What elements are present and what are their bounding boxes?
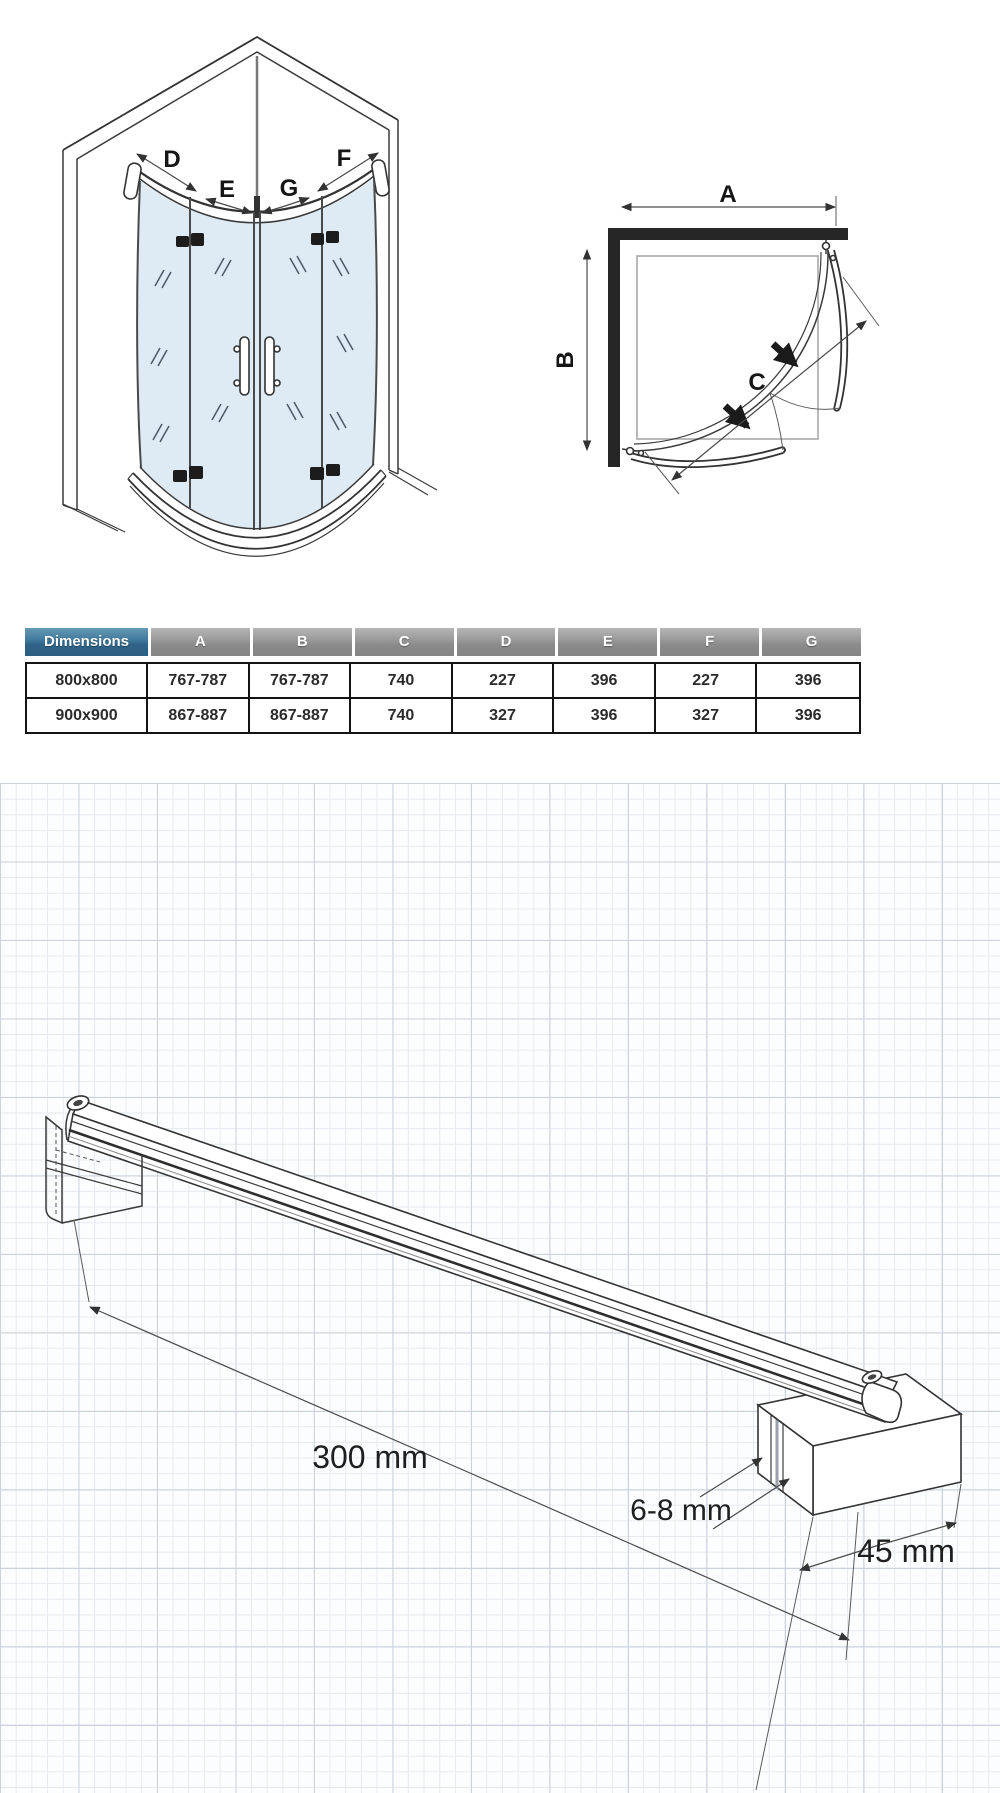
table-row-900x900: 900x900 867-887 867-887 740 327 396 327 … bbox=[27, 697, 859, 732]
table-row-800x800: 800x800 767-787 767-787 740 227 396 227 … bbox=[27, 664, 859, 697]
hinge-top-left bbox=[176, 233, 204, 247]
hinge-bottom-right bbox=[310, 464, 340, 480]
table-cell: 396 bbox=[554, 664, 656, 697]
front-view-dimensions: D E G F bbox=[136, 145, 379, 215]
door-open-bottom-left bbox=[630, 446, 786, 468]
bar-length-label: 300 mm bbox=[312, 1439, 428, 1475]
bar-end-cap-right bbox=[861, 1381, 903, 1424]
table-header-c: C bbox=[354, 628, 454, 656]
table-cell: 227 bbox=[656, 664, 758, 697]
support-bar-drawing: 300 mm 6-8 mm 45 mm bbox=[45, 1095, 963, 1791]
tray-outline bbox=[636, 255, 819, 440]
plan-hinge-bottom-left bbox=[621, 446, 645, 457]
table-cell: 767-787 bbox=[148, 664, 250, 697]
dimension-clamp-depth: 45 mm bbox=[755, 1483, 962, 1791]
door-arc-outer bbox=[631, 249, 829, 452]
dim-label-d: D bbox=[163, 146, 180, 173]
table-header-b: B bbox=[252, 628, 352, 656]
table-cell: 740 bbox=[351, 699, 453, 732]
table-body: 800x800 767-787 767-787 740 227 396 227 … bbox=[25, 662, 861, 734]
table-cell: 396 bbox=[794, 707, 822, 724]
open-direction-arrow-2 bbox=[722, 403, 751, 430]
wall-left bbox=[608, 228, 620, 467]
top-rail bbox=[123, 159, 390, 224]
bar-body bbox=[65, 1099, 903, 1424]
door-frames bbox=[136, 177, 378, 530]
shower-tray bbox=[127, 463, 387, 557]
table-cell: 396 bbox=[794, 672, 822, 689]
door-handle-right bbox=[264, 336, 281, 396]
plan-view-dimensions: A B C bbox=[552, 181, 867, 481]
dim-label-a: A bbox=[719, 181, 736, 208]
dim-label-c: C bbox=[748, 369, 765, 396]
table-header-e: E bbox=[558, 628, 658, 656]
angle-line-top bbox=[842, 276, 880, 327]
dimensions-table: Dimensions A B C D E F G 800x800 767-787… bbox=[25, 628, 861, 734]
table-cell: 327 bbox=[656, 699, 758, 732]
floor-line-right bbox=[388, 467, 438, 496]
table-cell: 767-787 bbox=[250, 664, 352, 697]
screw-right bbox=[861, 1370, 883, 1384]
table-header-d: D bbox=[456, 628, 556, 656]
screw-left bbox=[66, 1095, 90, 1111]
table-header-g: G bbox=[762, 628, 861, 656]
dim-label-g: G bbox=[280, 175, 299, 202]
glass-thickness-label: 6-8 mm bbox=[630, 1494, 732, 1527]
hinge-top-right bbox=[311, 231, 339, 245]
wall-top bbox=[608, 228, 848, 240]
table-cell: 396 bbox=[554, 699, 656, 732]
swing-arc-bottom bbox=[769, 392, 784, 451]
table-cell: 327 bbox=[453, 699, 555, 732]
door-handle-left bbox=[233, 336, 250, 396]
open-direction-arrow-1 bbox=[770, 341, 799, 368]
table-header-a: A bbox=[151, 628, 250, 656]
dim-label-e: E bbox=[219, 176, 235, 203]
glass-shine-marks bbox=[150, 255, 354, 443]
dim-label-f: F bbox=[337, 145, 352, 172]
table-header-row: Dimensions A B C D E F G bbox=[25, 628, 861, 656]
dimension-bar-length: 300 mm bbox=[73, 1219, 859, 1661]
glass-clamp bbox=[756, 1373, 963, 1517]
front-view-drawing: D E G F bbox=[62, 35, 438, 557]
swing-arc-top bbox=[769, 392, 841, 410]
angle-line-bottom bbox=[644, 451, 680, 495]
hidden-edge-dashed-2 bbox=[55, 1149, 101, 1163]
table-cell: 867-887 bbox=[148, 699, 250, 732]
wall-bracket bbox=[45, 1115, 143, 1225]
floor-line-left bbox=[62, 503, 126, 533]
dimension-glass-thickness: 6-8 mm bbox=[630, 1457, 790, 1530]
walls bbox=[62, 35, 438, 533]
hinges bbox=[173, 231, 340, 482]
table-cell: 800x800 bbox=[27, 664, 148, 697]
table-cell: 227 bbox=[453, 664, 555, 697]
table-cell: 740 bbox=[351, 664, 453, 697]
hinge-bottom-left bbox=[173, 466, 203, 482]
plan-hinge-top-right bbox=[821, 240, 837, 262]
door-arc-inner bbox=[633, 251, 822, 445]
table-cell: 900x900 bbox=[27, 699, 148, 732]
table-cell: 867-887 bbox=[250, 699, 352, 732]
table-header-dimensions: Dimensions bbox=[25, 628, 148, 656]
table-header-f: F bbox=[660, 628, 760, 656]
plan-view-drawing: A B C bbox=[552, 181, 880, 495]
glass-panels bbox=[137, 178, 377, 530]
dim-label-b: B bbox=[552, 351, 579, 368]
door-open-top-right bbox=[827, 249, 849, 412]
rail-end-cap-left bbox=[123, 162, 142, 200]
clamp-depth-label: 45 mm bbox=[857, 1533, 955, 1569]
